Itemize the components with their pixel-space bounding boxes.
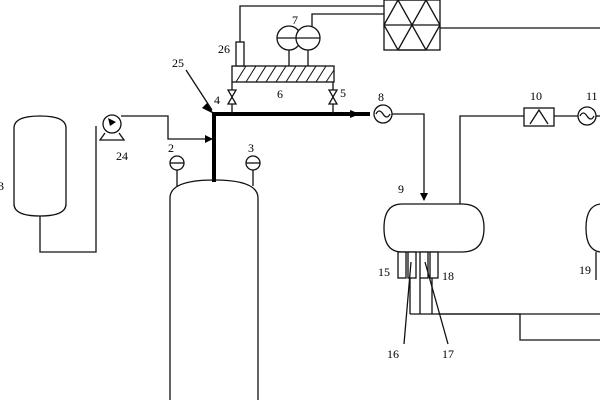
main-column	[169, 179, 259, 400]
label-6: 6	[277, 87, 283, 101]
storage-tank	[13, 115, 67, 217]
valve-icon	[327, 82, 339, 114]
pump-icon	[98, 114, 126, 141]
separator-vessel	[383, 203, 485, 253]
label-11: 11	[586, 89, 598, 103]
label-8: 8	[378, 90, 384, 104]
leader-17	[424, 261, 449, 345]
label-16: 16	[387, 347, 399, 361]
sensor-26	[235, 41, 245, 67]
label-15: 15	[378, 265, 390, 279]
label-4: 4	[214, 93, 220, 107]
thick-header-pipe	[212, 112, 370, 182]
heat-exchanger-icon	[373, 104, 393, 124]
label-17: 17	[442, 347, 454, 361]
filter-icon	[523, 107, 555, 127]
pump-outlet-line	[121, 115, 213, 143]
separator-outlets	[397, 251, 600, 341]
label-19: 19	[579, 263, 591, 277]
heat-exchanger-icon	[577, 106, 597, 126]
transformer-icon	[276, 13, 384, 66]
separator-top-line	[459, 115, 524, 204]
heated-pipe-section	[231, 65, 335, 83]
pressure-gauge-icon	[245, 155, 261, 186]
sensor-signal-line	[239, 5, 384, 42]
leader-16	[403, 261, 412, 345]
label-10: 10	[530, 89, 542, 103]
label-18: 18	[442, 269, 454, 283]
to-separator-line	[392, 113, 428, 201]
control-box-icon	[383, 0, 441, 51]
label-25: 25	[172, 56, 184, 70]
label-storage-tank: 3	[0, 179, 4, 193]
pressure-gauge-icon	[169, 155, 185, 186]
leader-25	[185, 69, 213, 111]
label-7: 7	[292, 13, 298, 27]
label-gauge-3: 3	[248, 141, 254, 155]
label-9: 9	[398, 182, 404, 196]
label-gauge-2: 2	[168, 141, 174, 155]
label-26: 26	[218, 42, 230, 56]
valve-icon	[226, 82, 238, 114]
label-pump: 24	[116, 149, 128, 163]
tank-to-pump-line	[39, 126, 97, 253]
second-separator-vessel	[585, 203, 600, 253]
label-5: 5	[340, 86, 346, 100]
